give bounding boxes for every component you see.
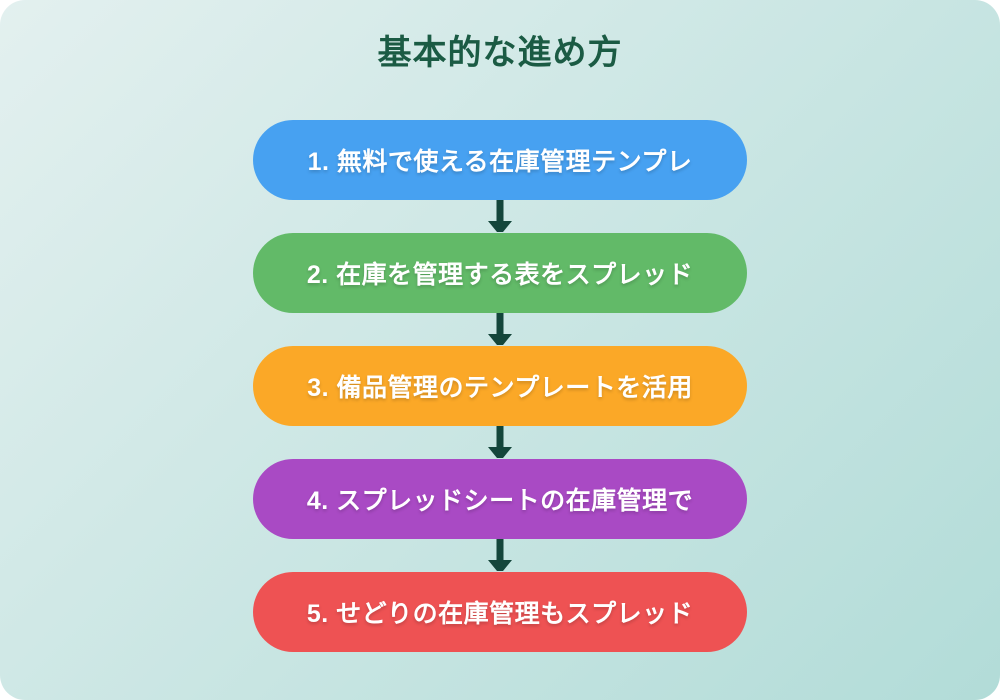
figure-title: 基本的な進め方 <box>377 34 623 72</box>
down-arrow-icon <box>487 313 513 346</box>
step-pill-2: 2. 在庫を管理する表をスプレッド <box>253 233 747 313</box>
step-pill-3: 3. 備品管理のテンプレートを活用 <box>253 346 747 426</box>
down-arrow-icon <box>487 539 513 572</box>
step-pill-1: 1. 無料で使える在庫管理テンプレ <box>253 120 747 200</box>
down-arrow-icon <box>487 200 513 233</box>
down-arrow-icon <box>487 426 513 459</box>
step-pill-5: 5. せどりの在庫管理もスプレッド <box>253 572 747 652</box>
step-pill-4: 4. スプレッドシートの在庫管理で <box>253 459 747 539</box>
